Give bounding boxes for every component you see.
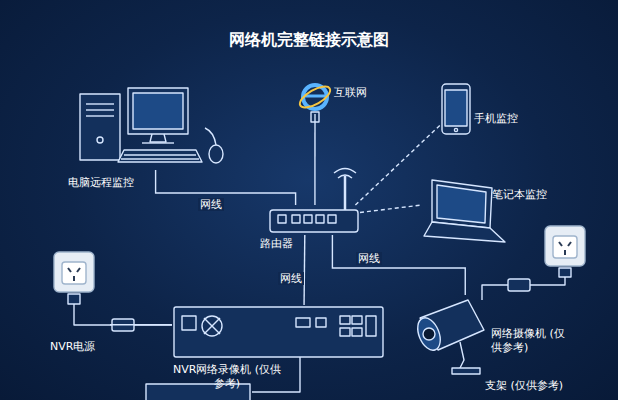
- power-label: NVR电源: [50, 340, 120, 354]
- device-label: 路由器: [260, 237, 320, 251]
- device-node: 笔记本监控: [420, 178, 492, 246]
- device-label: 互联网: [334, 86, 394, 100]
- mouse: [209, 145, 223, 163]
- pc-tower: [80, 94, 120, 160]
- device-label: 电脑远程监控: [68, 176, 168, 190]
- device-node: 网络摄像机 (仅供参考)支架 (仅供参考): [415, 295, 490, 370]
- diagram-title: 网络机完整链接示意图: [0, 30, 618, 51]
- network-cable: [314, 114, 315, 205]
- network-camera: [413, 300, 484, 374]
- cable-label: 网线: [198, 198, 224, 211]
- network-cable: [110, 324, 172, 325]
- device-node: 电脑远程监控: [75, 85, 230, 170]
- wireless-link: [355, 125, 440, 205]
- network-cable: [332, 235, 465, 295]
- device-label: 手机监控: [474, 112, 544, 126]
- device-node: 手机监控: [440, 82, 472, 136]
- pc-monitor: [128, 88, 188, 143]
- internet-logo: [297, 82, 333, 111]
- router: [270, 169, 358, 233]
- device-label: 笔记本监控: [492, 188, 572, 202]
- nvr-power-outlet: [54, 252, 172, 331]
- wireless-link: [360, 205, 420, 212]
- nvr-recorder: [174, 307, 383, 357]
- device-node: NVR网络录像机 (仅供参考): [172, 305, 385, 360]
- device-node: NVR电源: [50, 250, 110, 335]
- network-cable: [303, 235, 305, 305]
- keyboard: [118, 150, 202, 162]
- device-node: 路由器: [268, 205, 360, 235]
- camera-power-outlet: [482, 226, 585, 300]
- device-node: 互联网: [298, 80, 332, 114]
- network-cable: [156, 170, 296, 205]
- cable-label: 网线: [356, 252, 382, 265]
- device-label: NVR网络录像机 (仅供参考): [172, 363, 282, 392]
- device-label: 网络摄像机 (仅供参考): [491, 327, 569, 356]
- mouse-cable: [205, 128, 216, 145]
- part-label: 支架 (仅供参考): [485, 379, 595, 393]
- phone: [442, 84, 470, 134]
- cable-label: 网线: [278, 272, 304, 285]
